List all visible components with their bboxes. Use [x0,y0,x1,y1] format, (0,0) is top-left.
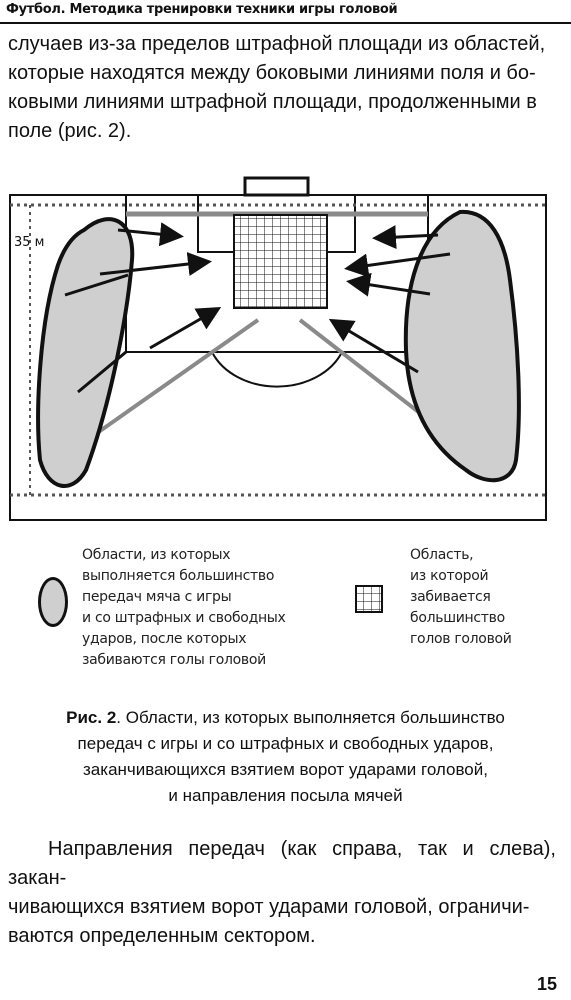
penalty-arc [211,351,343,388]
legend-left-line: передач мяча с игры [82,589,232,605]
caption-first-line: . Области, из которых выполняется больши… [116,708,505,727]
caption-line: и направления посыла мячей [168,786,403,805]
running-header: Футбол. Методика тренировки техники игры… [6,2,398,17]
paragraph-top-line: поле (рис. 2). [8,120,132,142]
arrow [64,273,129,297]
dimension-label: 35 м [14,235,44,250]
legend-right-line: Область, [410,547,474,563]
football-field-diagram: 35 м [9,176,547,521]
paragraph-bottom: Направления передач (как справа, так и с… [8,835,556,951]
caption-line: передач с игры и со штрафных и свободных… [77,734,494,753]
goal [243,176,310,197]
paragraph-top-line: которые находятся между боковыми линиями… [8,62,536,84]
page-number: 15 [536,974,557,994]
legend-left-line: ударов, после которых [82,631,247,647]
paragraph-bottom-line: ваются определенным сектором. [8,925,316,947]
legend-left-line: Области, из которых [82,547,231,563]
caption-line: заканчивающихся взятием ворот ударами го… [83,760,488,779]
paragraph-top-line: случаев из-за пределов штрафной площади … [8,33,546,55]
legend-left-line: и со штрафных и свободных [82,610,286,626]
right-oval-region [403,209,521,483]
header-rule [0,22,571,24]
caption-line: Рис. 2. Области, из которых выполняется … [20,705,551,731]
arrow [77,350,127,394]
legend-right-line: забивается [410,589,491,605]
legend-grid-icon [355,585,383,613]
legend-left-line: забиваются голы головой [82,652,266,668]
arrow [99,252,212,276]
legend-right-line: голов головой [410,631,512,647]
arrow [117,222,184,247]
arrow [328,318,419,374]
caption-label: Рис. 2 [66,708,117,727]
arrow [149,307,222,350]
scoring-grid-area [233,214,328,309]
arrow [344,252,451,278]
legend-oval-icon [38,577,68,627]
figure-caption: Рис. 2. Области, из которых выполняется … [20,705,551,809]
left-oval-region [36,217,135,488]
legend-left-text: Области, из которых выполняется большинс… [82,545,286,671]
legend-right-text: Область, из которой забивается большинст… [410,545,512,650]
legend-left-line: выполняется большинство [82,568,275,584]
arrow [346,272,431,297]
legend-right-line: из которой [410,568,489,584]
paragraph-top-line: ковыми линиями штрафной площади, продолж… [8,91,537,113]
paragraph-bottom-line: чивающихся взятием ворот ударами головой… [8,896,530,918]
paragraph-bottom-line: Направления передач (как справа, так и с… [8,838,556,889]
arrow [372,225,439,250]
legend-right-line: большинство [410,610,505,626]
paragraph-top: случаев из-за пределов штрафной площади … [8,30,556,146]
